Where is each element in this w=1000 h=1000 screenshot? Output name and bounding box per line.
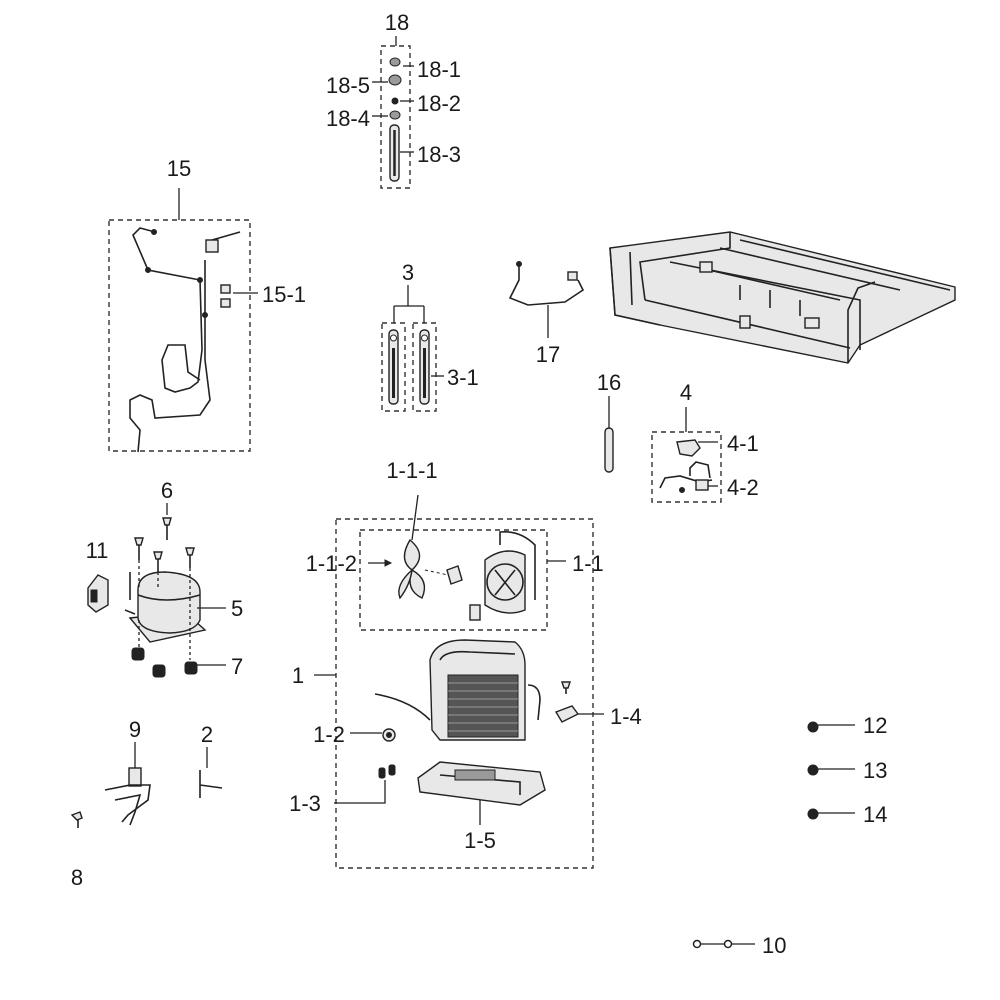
label-13: 13 [863, 758, 887, 783]
label-1-5: 1-5 [464, 828, 496, 853]
label-1-1-1: 1-1-1 [386, 458, 437, 483]
fan-hub-icon [446, 565, 463, 585]
part-10-group: 10 [692, 933, 786, 958]
label-8: 8 [71, 865, 83, 890]
drain-pan-1-5-icon [417, 761, 546, 806]
switch-4-icon [659, 439, 713, 493]
part-1-box [335, 518, 594, 869]
part-18-group: 18 18-1 18-5 18-2 18-4 18-3 [326, 10, 461, 189]
label-17: 17 [536, 342, 560, 367]
label-2: 2 [201, 722, 213, 747]
part-8-group: 8 [70, 811, 83, 890]
tubing-assembly-icon [129, 227, 241, 453]
label-18-2: 18-2 [417, 91, 461, 116]
label-1-4: 1-4 [610, 704, 642, 729]
label-5: 5 [231, 596, 243, 621]
label-1-1: 1-1 [572, 551, 604, 576]
label-12: 12 [863, 713, 887, 738]
label-4-1: 4-1 [727, 431, 759, 456]
part-4-group: 4 4-1 4-2 [651, 380, 759, 503]
part-1-2-icon [382, 728, 396, 742]
label-9: 9 [129, 717, 141, 742]
part-1-1-box [359, 529, 548, 631]
part-17-group: 17 [508, 261, 585, 367]
part-9-group: 9 [104, 717, 151, 826]
label-6: 6 [161, 478, 173, 503]
sensor-16-icon [604, 427, 614, 473]
part-15-box [108, 219, 251, 452]
label-14: 14 [863, 802, 887, 827]
label-18-1: 18-1 [417, 57, 461, 82]
label-4: 4 [680, 380, 692, 405]
screw-8-icon [70, 811, 83, 821]
label-1-1-2: 1-1-2 [306, 551, 357, 576]
part-15-group: 15 15-1 [108, 156, 306, 453]
part-4-box [651, 431, 722, 503]
relay-11-icon [87, 574, 109, 613]
label-18-5: 18-5 [326, 73, 370, 98]
label-3-1: 3-1 [447, 365, 479, 390]
compressor-group: 6 11 5 7 [86, 478, 244, 679]
grommets-7-icon [131, 647, 198, 678]
part-12-icon [807, 721, 819, 733]
compressor-5-icon [124, 560, 207, 660]
part-3-group: 3 3-1 [381, 260, 479, 412]
label-10: 10 [762, 933, 786, 958]
screws-6-icon [134, 517, 195, 572]
fitting-parts-icon [388, 57, 402, 182]
label-4-2: 4-2 [727, 475, 759, 500]
condenser-icon [374, 639, 541, 741]
label-18-4: 18-4 [326, 106, 370, 131]
label-16: 16 [597, 370, 621, 395]
parts-12-13-14-group: 12 13 14 [807, 713, 887, 827]
label-1: 1 [292, 663, 304, 688]
label-1-3: 1-3 [289, 791, 321, 816]
part-1-3-icon [378, 764, 396, 779]
label-15: 15 [167, 156, 191, 181]
part-18-box [380, 45, 411, 189]
bracket-2-icon [199, 770, 223, 798]
part-14-icon [807, 808, 819, 820]
label-18-3: 18-3 [417, 142, 461, 167]
label-15-1: 15-1 [262, 282, 306, 307]
base-frame-illustration [609, 231, 956, 364]
part-1-group: 1 1-1-1 1-1-2 1-1 [289, 458, 642, 869]
sensor-1-4-icon [554, 681, 580, 723]
label-18: 18 [385, 10, 409, 35]
harness-9-icon [104, 767, 151, 826]
fan-motor-shroud-icon [469, 530, 536, 621]
part-13-icon [807, 764, 819, 776]
label-1-2: 1-2 [313, 722, 345, 747]
label-11: 11 [86, 538, 109, 563]
tube-17-icon [508, 261, 585, 306]
label-3: 3 [402, 260, 414, 285]
tube-parts-icon [388, 329, 430, 405]
part-2-group: 2 [199, 722, 223, 798]
label-7: 7 [231, 654, 243, 679]
part-10-icon [692, 939, 733, 949]
fan-blade-icon [368, 494, 449, 600]
part-16-group: 16 [597, 370, 621, 473]
